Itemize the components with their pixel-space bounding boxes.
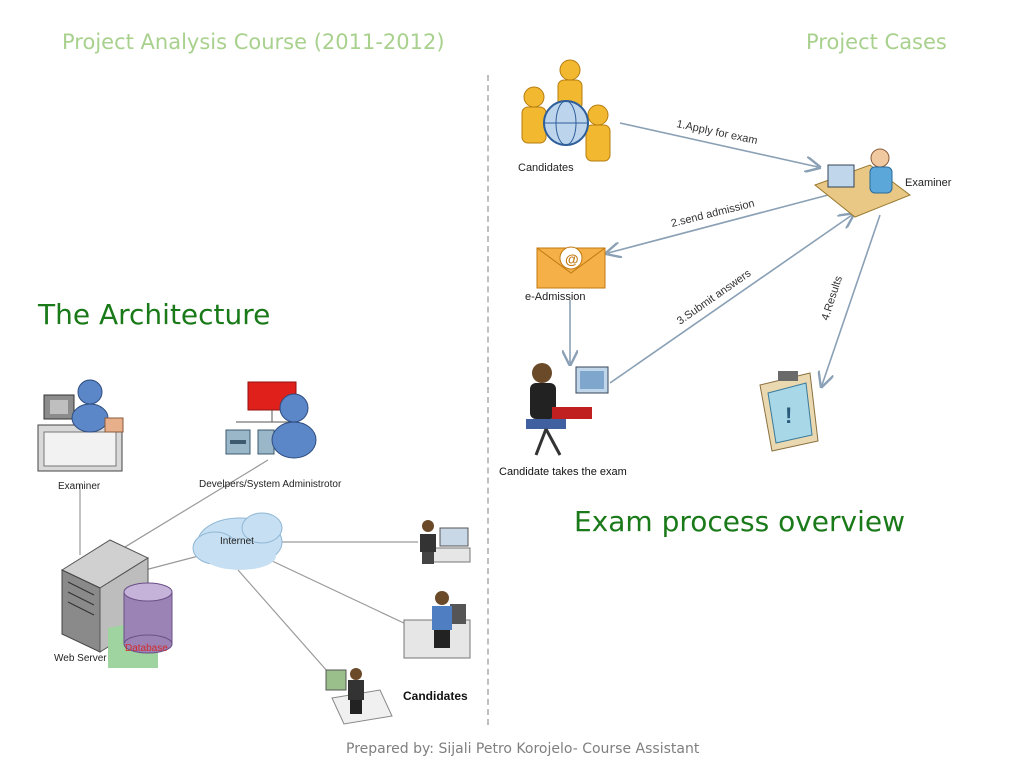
candidate-workstation-2-icon <box>403 591 471 659</box>
step3-label: 3.Submit answers <box>675 267 754 327</box>
candidates-group-icon <box>521 59 611 162</box>
developers-icon <box>225 381 317 459</box>
exam-process-diagram: @ ! 1.Apply for exam 2.send admission 3.… <box>521 59 912 456</box>
database-icon <box>108 582 173 668</box>
footer-credit: Prepared by: Sijali Petro Korojelo- Cour… <box>346 741 700 757</box>
candidate-taking-exam-icon <box>526 363 609 456</box>
divider <box>487 75 489 725</box>
arch-candidates-label: Candidates <box>403 689 468 703</box>
examiner-icon <box>37 379 124 472</box>
internet-cloud-icon <box>192 512 283 570</box>
process-candidate-exam-label: Candidate takes the exam <box>499 466 627 478</box>
results-clipboard-icon: ! <box>759 371 819 452</box>
section-title: Project Cases <box>806 30 947 54</box>
examiner-desk-icon <box>813 148 912 218</box>
svg-text:@: @ <box>565 251 579 267</box>
svg-text:!: ! <box>785 403 792 428</box>
arch-web-server-label: Web Server <box>54 653 107 664</box>
arch-database-label: Database <box>125 643 168 654</box>
course-title: Project Analysis Course (2011-2012) <box>62 30 445 54</box>
arch-developers-label: Develpers/System Administrotor <box>199 479 342 490</box>
exam-process-arrows <box>570 122 881 385</box>
step4-label: 4.Results <box>819 274 845 322</box>
step1-label: 1.Apply for exam <box>675 118 758 147</box>
exam-process-title: Exam process overview <box>574 505 906 538</box>
architecture-title: The Architecture <box>38 298 271 331</box>
candidate-workstation-3-icon <box>325 668 393 725</box>
arch-internet-label: Internet <box>220 536 254 547</box>
process-e-admission-label: e-Admission <box>525 291 586 303</box>
architecture-connectors <box>79 459 418 681</box>
architecture-diagram <box>37 379 471 725</box>
e-admission-envelope-icon: @ <box>536 246 606 289</box>
arch-examiner-label: Examiner <box>58 481 101 492</box>
process-candidates-label: Candidates <box>518 162 574 174</box>
candidate-workstation-1-icon <box>420 520 471 564</box>
process-examiner-label: Examiner <box>905 177 952 189</box>
